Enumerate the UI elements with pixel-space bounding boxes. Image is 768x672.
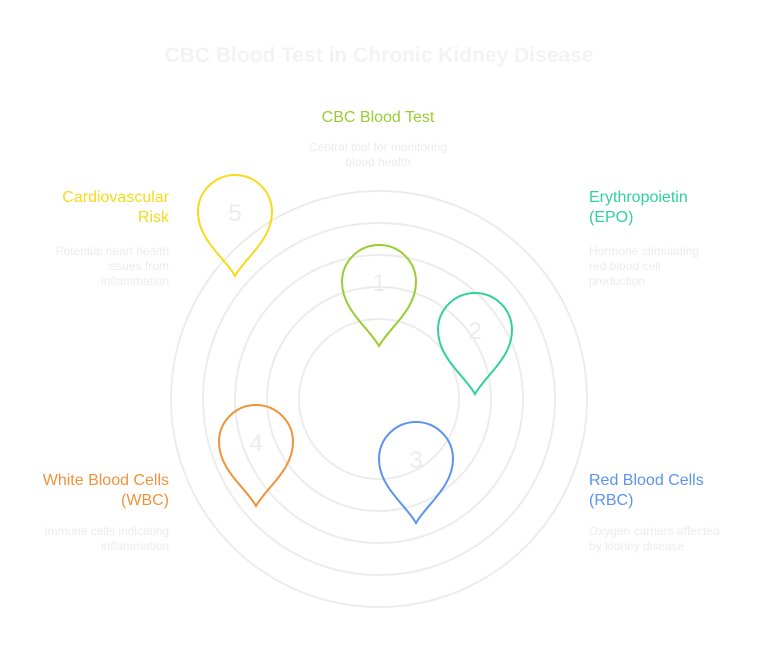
item-4-label: White Blood Cells (WBC)	[0, 471, 169, 511]
item-2-description: Hormone stimulating red blood cell produ…	[589, 244, 759, 289]
item-2-label: Erythropoietin (EPO)	[589, 188, 759, 228]
ring-outer	[170, 190, 588, 608]
item-2-desc-line1: Hormone stimulating	[589, 244, 700, 258]
item-5-desc-line1: Potential heart health	[55, 244, 169, 258]
item-3-label-line2: (RBC)	[589, 492, 634, 509]
item-1-desc-line2: blood health	[345, 155, 411, 169]
item-4-desc-line1: Immune cells indicating	[44, 524, 169, 538]
pin-1-number: 1	[372, 270, 385, 297]
item-1-label-line1: CBC Blood Test	[321, 109, 435, 126]
item-3-desc-line2: by kidney disease	[589, 539, 685, 553]
item-3-desc-line1: Oxygen carriers affected	[589, 524, 720, 538]
ring-2	[266, 286, 492, 512]
item-2-desc-line2: red blood cell	[589, 259, 661, 273]
pin-3-map-pin-icon: 3	[377, 421, 455, 526]
ring-4	[202, 222, 556, 576]
pin-2-number: 2	[468, 318, 481, 345]
ring-3	[234, 254, 524, 544]
item-2-label-line2: (EPO)	[589, 209, 634, 226]
item-3-label-line1: Red Blood Cells	[589, 472, 704, 489]
item-1-description: Central tool for monitoring blood health	[278, 140, 478, 170]
pin-4-map-pin-icon: 4	[217, 404, 295, 509]
item-1-desc-line1: Central tool for monitoring	[308, 140, 448, 154]
item-2-label-line1: Erythropoietin	[589, 189, 688, 206]
pin-1-map-pin-icon: 1	[340, 244, 418, 349]
item-5-label-line2: Risk	[137, 209, 169, 226]
pin-4-number: 4	[249, 430, 262, 457]
ring-inner	[298, 318, 460, 480]
item-4-desc-line2: inflammation	[100, 539, 169, 553]
item-3-description: Oxygen carriers affected by kidney disea…	[589, 524, 759, 554]
item-2-desc-line3: production	[589, 274, 646, 288]
concentric-rings	[170, 190, 588, 608]
item-5-label: Cardiovascular Risk	[0, 188, 169, 228]
item-5-label-line1: Cardiovascular	[62, 189, 169, 206]
item-4-label-line1: White Blood Cells	[42, 472, 169, 489]
item-3-label: Red Blood Cells (RBC)	[589, 471, 759, 511]
diagram-title: CBC Blood Test in Chronic Kidney Disease	[164, 44, 594, 67]
pin-5-map-pin-icon: 5	[196, 174, 274, 279]
item-4-label-line2: (WBC)	[121, 492, 169, 509]
item-5-desc-line3: inflammation	[100, 274, 169, 288]
pin-3-number: 3	[409, 447, 422, 474]
item-5-description: Potential heart health issues from infla…	[0, 244, 169, 289]
item-4-description: Immune cells indicating inflammation	[0, 524, 169, 554]
item-1-label: CBC Blood Test	[278, 108, 478, 128]
pin-5-number: 5	[228, 200, 241, 227]
pin-2-map-pin-icon: 2	[436, 292, 514, 397]
item-5-desc-line2: issues from	[107, 259, 169, 273]
